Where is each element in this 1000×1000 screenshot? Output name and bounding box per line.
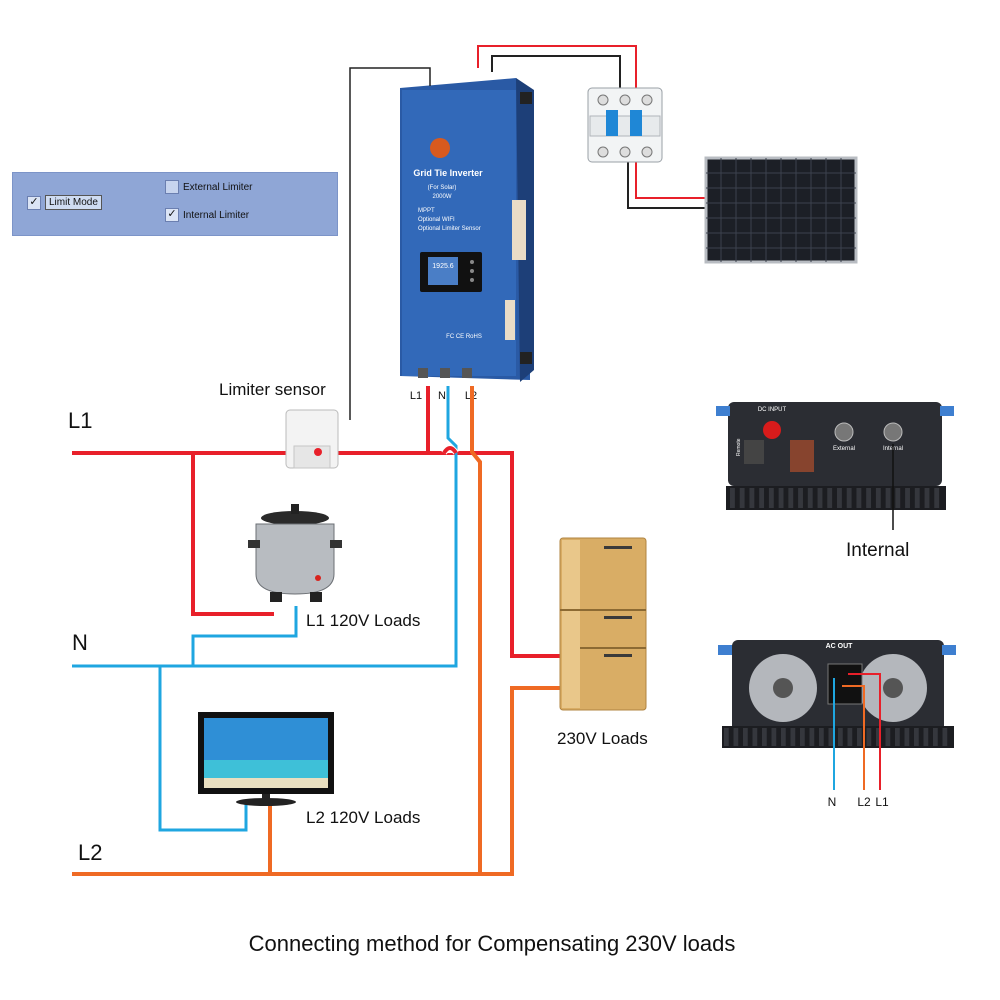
line-label-l2: L2 — [78, 840, 102, 865]
inverter-feature: MPPT — [418, 208, 435, 214]
l2-wiring — [72, 386, 562, 876]
solar-dc-wiring — [477, 45, 710, 209]
n-wiring — [72, 386, 458, 832]
back-panel-remote: Remote — [736, 438, 742, 456]
ac-terminal-n: N — [828, 795, 837, 809]
inverter-terminal-n: N — [438, 390, 446, 402]
limit-mode-label: Limit Mode — [45, 195, 102, 210]
inverter-feature: Optional WIFI — [418, 217, 455, 223]
ac-out-title: AC OUT — [826, 643, 854, 650]
l1-loads-label: L1 120V Loads — [306, 611, 420, 630]
inverter-back-panel — [716, 402, 954, 510]
internal-label: Internal — [846, 540, 909, 561]
solar-panel-icon — [704, 156, 858, 264]
internal-limiter-option[interactable]: ✓ Internal Limiter — [165, 208, 249, 222]
inverter-terminal-l1: L1 — [410, 390, 422, 402]
inverter-display-value: 1925.6 — [432, 263, 454, 270]
limit-mode-panel: ✓ Limit Mode External Limiter ✓ Internal… — [12, 172, 338, 236]
sensor-cable — [349, 67, 431, 420]
inverter-ac-out-panel — [718, 640, 956, 748]
inverter-subtitle: (For Solar) — [428, 185, 457, 191]
refrigerator-icon — [559, 537, 647, 711]
line-label-l1: L1 — [68, 408, 92, 433]
external-limiter-checkbox[interactable] — [165, 180, 179, 194]
slow-cooker-icon — [248, 504, 342, 602]
back-panel-dc-input: DC INPUT — [758, 407, 787, 413]
television-icon — [198, 712, 334, 806]
ac-terminal-l1: L1 — [875, 795, 889, 809]
external-limiter-option[interactable]: External Limiter — [165, 180, 252, 194]
back-panel-external: External — [833, 446, 855, 452]
inverter-title: Grid Tie Inverter — [413, 168, 483, 178]
inverter-cert-marks: FC CE RoHS — [446, 334, 482, 340]
ac-terminal-l2: L2 — [857, 795, 871, 809]
internal-limiter-label: Internal Limiter — [183, 209, 250, 221]
circuit-breaker-icon — [587, 87, 663, 163]
line-label-n: N — [72, 630, 88, 655]
external-limiter-label: External Limiter — [183, 181, 253, 193]
limiter-sensor-icon — [285, 409, 339, 469]
limiter-sensor-label: Limiter sensor — [219, 380, 326, 399]
ac-l1-wire — [848, 673, 881, 790]
internal-limiter-checkbox[interactable]: ✓ — [165, 208, 179, 222]
diagram-caption: Connecting method for Compensating 230V … — [249, 931, 736, 956]
loads-230-label: 230V Loads — [557, 729, 648, 748]
inverter-feature: Optional Limiter Sensor — [418, 226, 481, 232]
limit-mode-option[interactable]: ✓ Limit Mode — [27, 195, 102, 210]
ac-l2-wire — [842, 685, 865, 790]
l2-loads-label: L2 120V Loads — [306, 808, 420, 827]
inverter-unit: Grid Tie Inverter (For Solar) 2000W MPPT… — [400, 78, 534, 382]
inverter-power: 2000W — [432, 194, 451, 200]
limit-mode-checkbox[interactable]: ✓ — [27, 195, 41, 210]
